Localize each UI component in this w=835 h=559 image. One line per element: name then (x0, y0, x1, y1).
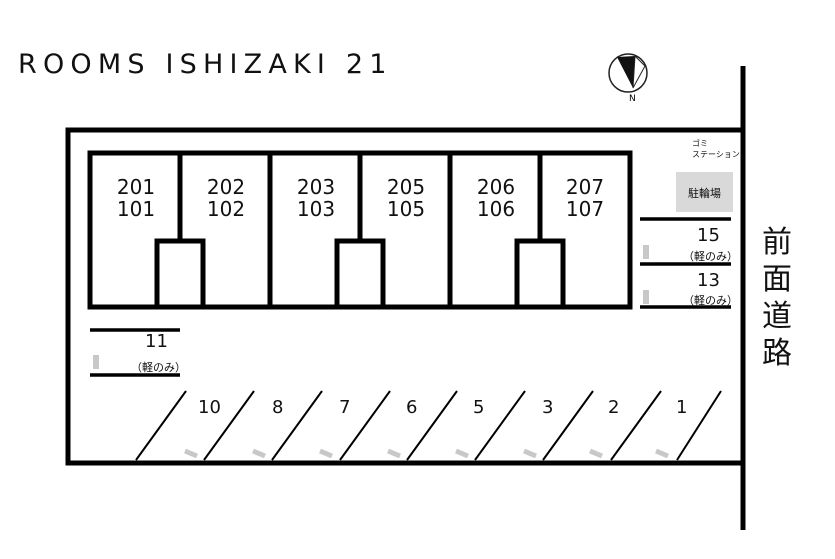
unit-202-102: 202 102 (182, 176, 270, 220)
parking-number-5: 5 (473, 397, 485, 418)
unit-upper: 201 (116, 175, 156, 199)
garbage-station-line2: ステーション (692, 150, 740, 159)
parking-number-2: 2 (608, 397, 620, 418)
wheel-stops (93, 245, 649, 369)
unit-203-103: 203 103 (272, 176, 360, 220)
road-char: 前 (762, 225, 792, 260)
parking-number-3: 3 (542, 397, 554, 418)
parking-number-13: 13 (697, 270, 720, 291)
parking-number-8: 8 (272, 397, 284, 418)
unit-lower: 101 (116, 197, 156, 221)
unit-201-101: 201 101 (92, 176, 180, 220)
parking-note-15: （軽のみ） (683, 250, 738, 263)
unit-upper: 207 (565, 175, 605, 199)
parking-number-7: 7 (339, 397, 351, 418)
garbage-station: ゴミ ステーション (692, 138, 740, 160)
unit-upper: 206 (476, 175, 516, 199)
bicycle-parking-area (676, 172, 733, 212)
unit-207-107: 207 107 (542, 176, 628, 220)
parking-number-11: 11 (145, 331, 168, 352)
parking-note-13: （軽のみ） (683, 294, 738, 307)
garbage-station-line1: ゴミ (692, 139, 708, 148)
front-road-label: 前 面 道 路 (757, 224, 797, 372)
parking-number-6: 6 (406, 397, 418, 418)
lot-outline (65, 127, 743, 466)
unit-lower: 105 (386, 197, 426, 221)
parking-number-15: 15 (697, 225, 720, 246)
unit-upper: 202 (206, 175, 246, 199)
diagonal-parking-lines (135, 390, 722, 461)
parking-number-1: 1 (676, 397, 688, 418)
diagonal-wheel-stops (184, 448, 669, 459)
unit-lower: 107 (565, 197, 605, 221)
unit-lower: 102 (206, 197, 246, 221)
unit-205-105: 205 105 (362, 176, 450, 220)
road-char: 道 (762, 299, 792, 334)
compass-icon: N (608, 53, 648, 104)
unit-upper: 203 (296, 175, 336, 199)
bicycle-parking-label: 駐輪場 (688, 187, 721, 200)
side-parking-lines (90, 217, 731, 377)
unit-206-106: 206 106 (452, 176, 540, 220)
apartment-building (87, 150, 633, 310)
page-title: ROOMS ISHIZAKI 21 (18, 49, 393, 80)
road-char: 面 (762, 262, 792, 297)
unit-lower: 106 (476, 197, 516, 221)
parking-number-10: 10 (198, 397, 221, 418)
road-char: 路 (762, 336, 792, 371)
parking-note-11: （軽のみ） (131, 361, 186, 374)
unit-lower: 103 (296, 197, 336, 221)
unit-upper: 205 (386, 175, 426, 199)
north-label: N (629, 94, 636, 104)
